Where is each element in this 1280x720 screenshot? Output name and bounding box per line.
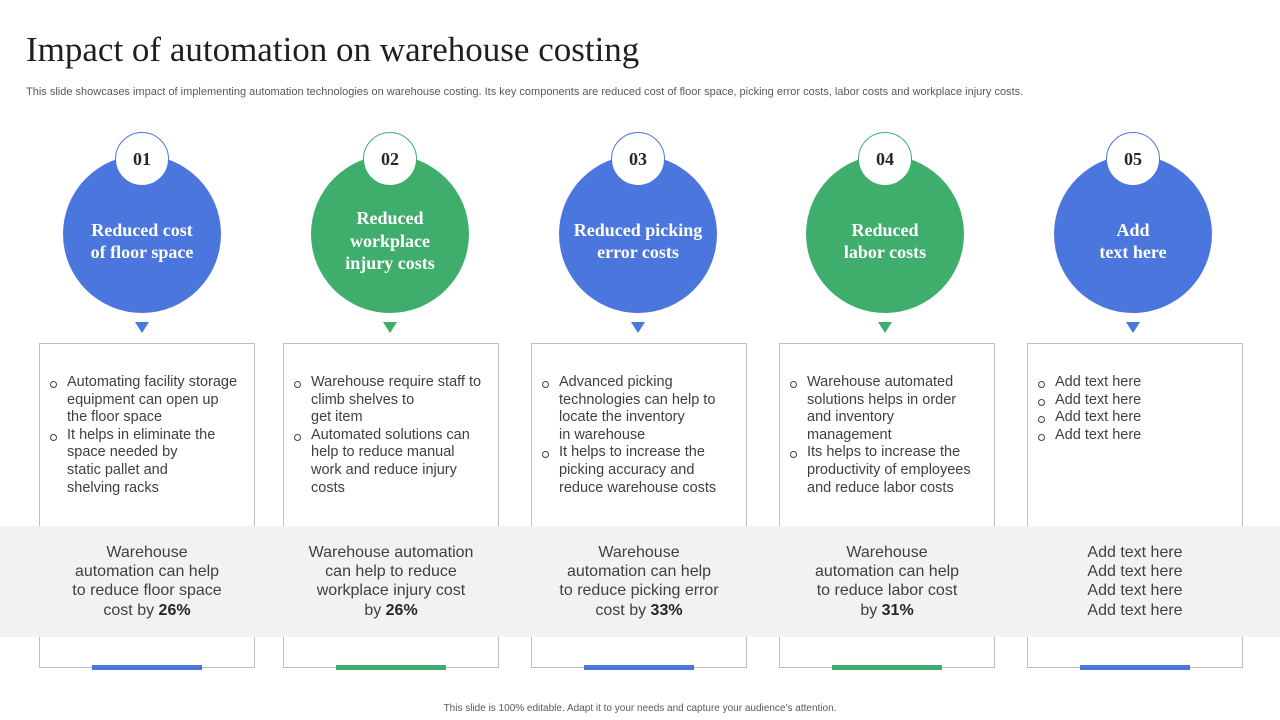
card-heading: Reduced cost of floor space xyxy=(90,219,194,262)
down-triangle-icon xyxy=(135,322,149,333)
card-heading: Reduced workplace injury costs xyxy=(345,208,435,274)
card-accent-bar xyxy=(832,665,942,670)
card-accent-bar xyxy=(584,665,694,670)
stat-value: 31% xyxy=(881,601,914,619)
card-bullet: Automating facility storage equipment ca… xyxy=(50,374,246,427)
card-stat-02: Warehouse automation can help to reduce … xyxy=(283,543,499,620)
card-stat-03: Warehouse automation can help to reduce … xyxy=(531,543,747,620)
card-bullet: Its helps to increase the productivity o… xyxy=(790,444,986,497)
stat-value: 26% xyxy=(385,601,418,619)
card-heading: Add text here xyxy=(1099,219,1167,262)
stat-text-prefix: Warehouse automation can help to reduce … xyxy=(559,544,719,619)
down-triangle-icon xyxy=(383,322,397,333)
card-heading: Reduced picking error costs xyxy=(573,219,703,262)
card-circle-02: Reduced workplace injury costs xyxy=(311,155,469,313)
card-accent-bar xyxy=(336,665,446,670)
stat-text-prefix: Warehouse automation can help to reduce … xyxy=(814,544,960,619)
down-triangle-icon xyxy=(878,322,892,333)
card-number-badge: 02 xyxy=(363,132,417,186)
card-stat-04: Warehouse automation can help to reduce … xyxy=(779,543,995,620)
stat-value: 33% xyxy=(650,601,683,619)
card-bullet: Add text here xyxy=(1038,392,1234,410)
card-bullet-list: Warehouse automated solutions helps in o… xyxy=(780,344,994,497)
stat-text-prefix: Add text here Add text here Add text her… xyxy=(1087,544,1183,619)
card-bullet: Add text here xyxy=(1038,427,1234,445)
card-bullet: It helps to increase the picking accurac… xyxy=(542,444,738,497)
card-bullet: Automated solutions can help to reduce m… xyxy=(294,427,490,497)
card-heading: Reduced labor costs xyxy=(843,219,927,262)
card-accent-bar xyxy=(1080,665,1190,670)
card-number-badge: 03 xyxy=(611,132,665,186)
card-stat-05: Add text here Add text here Add text her… xyxy=(1027,543,1243,620)
card-number-badge: 05 xyxy=(1106,132,1160,186)
stat-text-prefix: Warehouse automation can help to reduce … xyxy=(308,544,474,619)
card-number-badge: 01 xyxy=(115,132,169,186)
card-bullet: Add text here xyxy=(1038,374,1234,392)
card-bullet: It helps in eliminate the space needed b… xyxy=(50,427,246,497)
card-bullet-list: Automating facility storage equipment ca… xyxy=(40,344,254,497)
card-bullet: Advanced picking technologies can help t… xyxy=(542,374,738,444)
card-stat-01: Warehouse automation can help to reduce … xyxy=(39,543,255,620)
stat-text-prefix: Warehouse automation can help to reduce … xyxy=(72,544,222,619)
card-bullet-list: Advanced picking technologies can help t… xyxy=(532,344,746,497)
down-triangle-icon xyxy=(631,322,645,333)
down-triangle-icon xyxy=(1126,322,1140,333)
card-bullet: Add text here xyxy=(1038,409,1234,427)
card-bullet: Warehouse require staff to climb shelves… xyxy=(294,374,490,427)
card-number-badge: 04 xyxy=(858,132,912,186)
card-bullet-list: Warehouse require staff to climb shelves… xyxy=(284,344,498,497)
card-accent-bar xyxy=(92,665,202,670)
slide-subtitle: This slide showcases impact of implement… xyxy=(26,86,1024,98)
stat-band xyxy=(0,526,1280,637)
slide-title: Impact of automation on warehouse costin… xyxy=(26,30,640,69)
stat-value: 26% xyxy=(158,601,191,619)
card-bullet: Warehouse automated solutions helps in o… xyxy=(790,374,986,444)
slide-footer: This slide is 100% editable. Adapt it to… xyxy=(443,703,837,714)
